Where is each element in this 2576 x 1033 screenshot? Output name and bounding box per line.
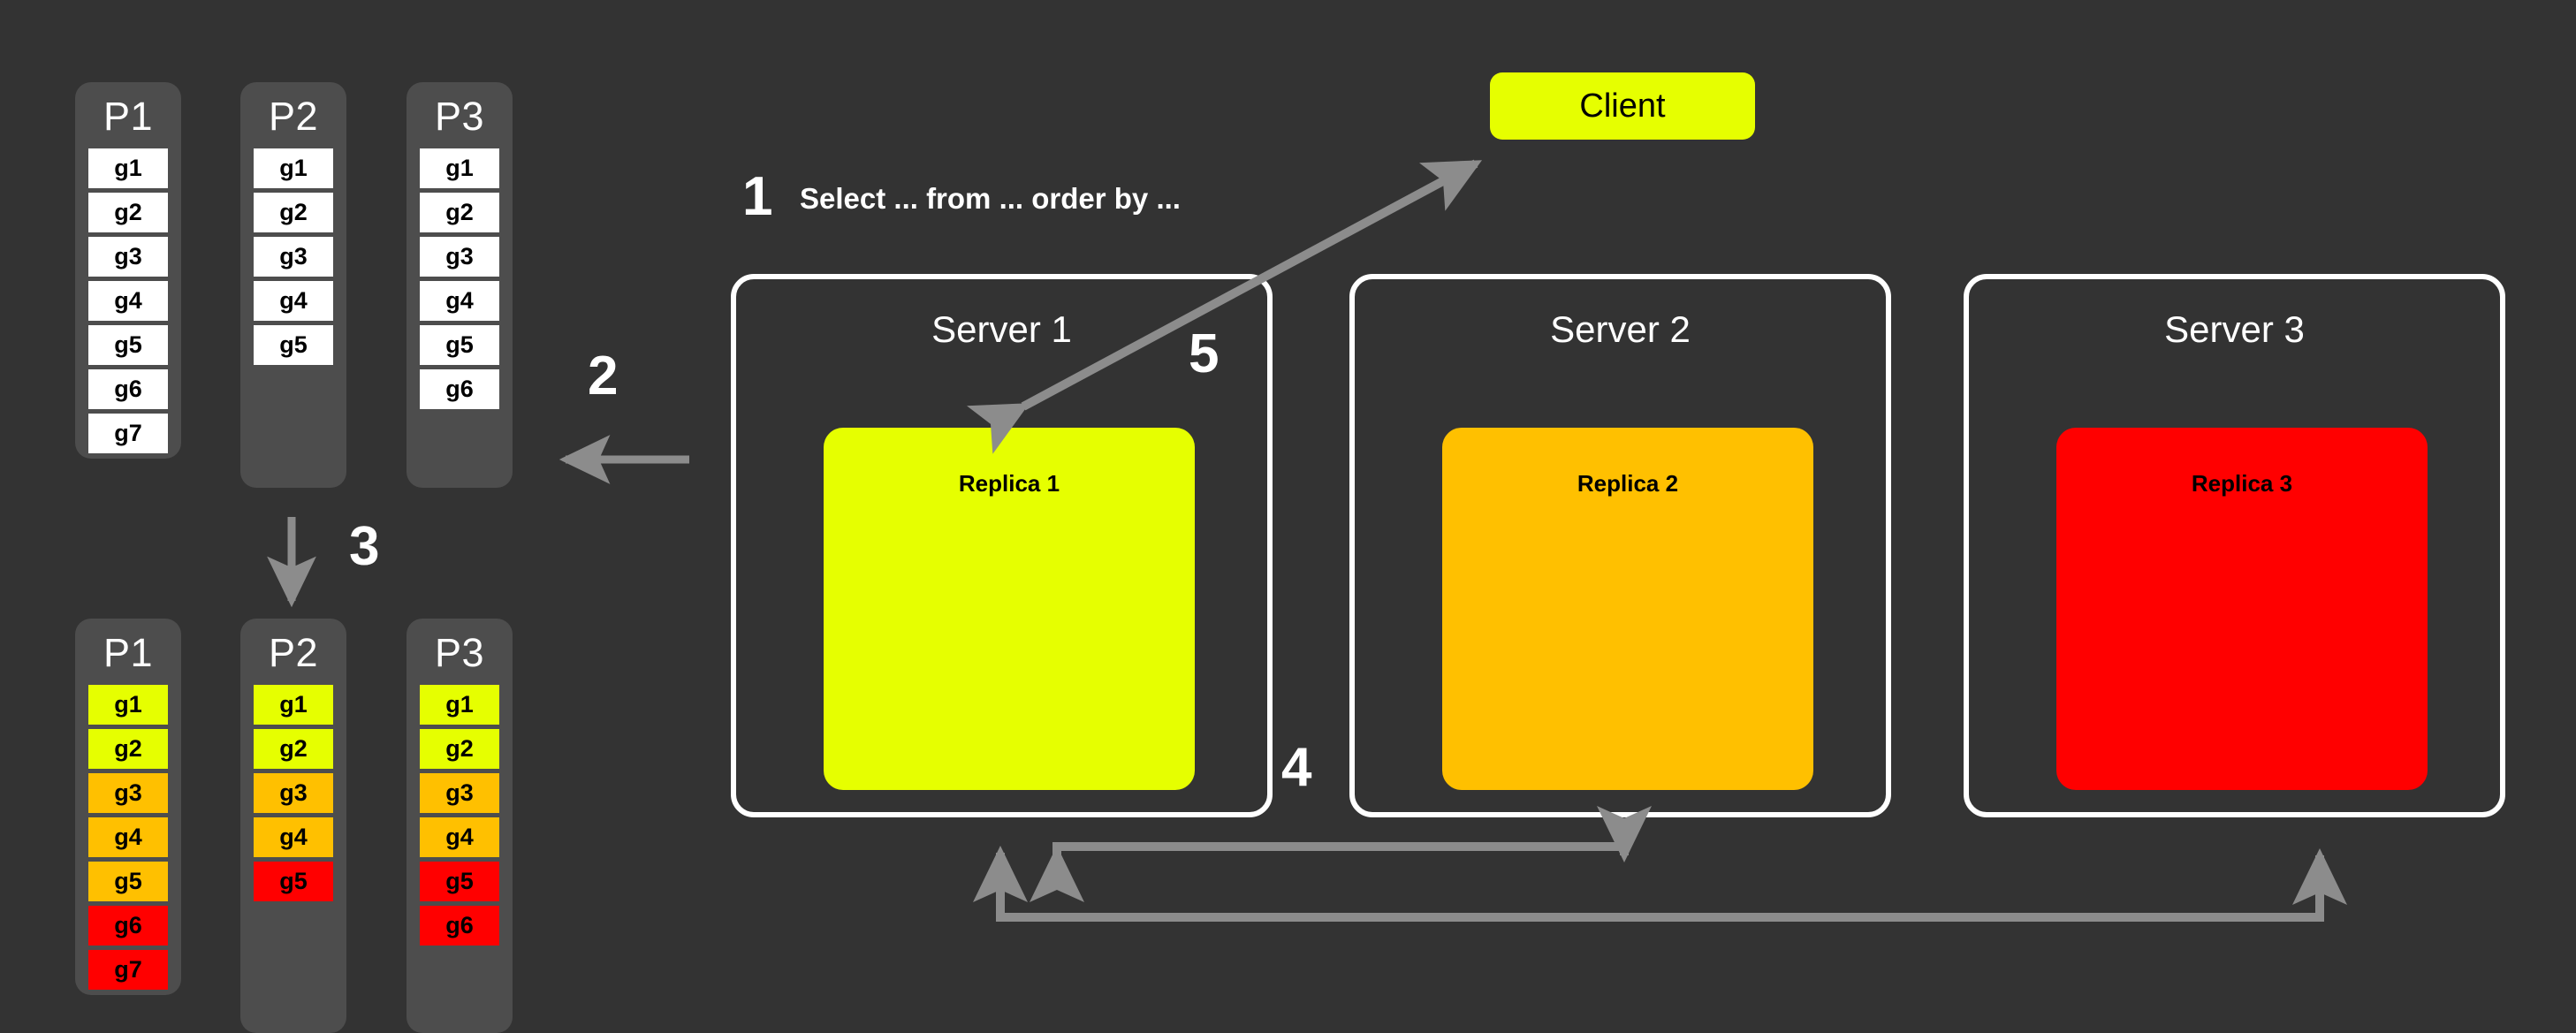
partition-cell: g2 [254,193,333,232]
partition-cell: g4 [88,281,168,321]
partition-cell: g3 [88,237,168,277]
partition-title: P3 [434,630,485,675]
partition-cell: g5 [420,325,499,365]
arrow-step-4-outer [973,845,2347,922]
partition-cell: g6 [88,906,168,946]
partition-cell-stack: g1 g2 g3 g4 g5 g6 [407,685,513,951]
partition-cell: g6 [420,369,499,409]
partition-cell: g4 [420,281,499,321]
partition-cell: g7 [88,414,168,453]
partition-column-p2-after: P2 g1 g2 g3 g4 g5 [240,619,346,1033]
partition-cell: g1 [254,685,333,725]
partition-cell: g7 [88,950,168,990]
partition-cell: g2 [88,729,168,769]
replica-label: Replica 2 [1577,470,1679,497]
partition-cell-stack: g1 g2 g3 g4 g5 g6 g7 [75,685,181,995]
partition-cell-stack: g1 g2 g3 g4 g5 [240,148,346,370]
step-number-1: 1 [742,166,773,227]
partition-title: P2 [268,94,319,139]
client-label: Client [1579,87,1666,125]
server-3-box[interactable]: Server 3 Replica 3 [1964,274,2505,817]
partition-cell: g5 [88,325,168,365]
partition-cell: g6 [420,906,499,946]
step-number-5: 5 [1189,323,1220,384]
partition-cell: g3 [88,773,168,813]
partition-cell: g1 [420,685,499,725]
step-number-4: 4 [1281,737,1312,798]
partition-cell: g4 [88,817,168,857]
partition-cell: g3 [254,237,333,277]
partition-cell: g5 [254,862,333,901]
partition-column-p2-before: P2 g1 g2 g3 g4 g5 [240,82,346,488]
server-title: Server 1 [931,308,1072,350]
server-title: Server 2 [1550,308,1691,350]
step-1-caption: Select ... from ... order by ... [800,182,1181,215]
partition-title: P1 [103,630,154,675]
partition-title: P1 [103,94,154,139]
replica-label: Replica 1 [958,470,1060,497]
partition-cell: g5 [420,862,499,901]
partition-cell: g5 [88,862,168,901]
partition-column-p1-before: P1 g1 g2 g3 g4 g5 g6 g7 [75,82,181,459]
partition-cell: g1 [88,148,168,188]
server-1-box[interactable]: Server 1 Replica 1 [731,274,1273,817]
partition-cell: g4 [420,817,499,857]
partition-cell: g3 [420,773,499,813]
replica-1-box[interactable]: Replica 1 [824,428,1195,790]
partition-cell: g3 [420,237,499,277]
partition-title: P2 [268,630,319,675]
arrow-step-4-inner [1030,806,1652,902]
partition-cell: g5 [254,325,333,365]
replica-2-box[interactable]: Replica 2 [1442,428,1813,790]
partition-cell-stack: g1 g2 g3 g4 g5 [240,685,346,907]
replica-3-box[interactable]: Replica 3 [2056,428,2428,790]
partition-cell: g3 [254,773,333,813]
client-box[interactable]: Client [1490,72,1755,140]
server-title: Server 3 [2164,308,2305,350]
partition-cell: g2 [420,193,499,232]
partition-column-p3-before: P3 g1 g2 g3 g4 g5 g6 [407,82,513,488]
partition-cell: g4 [254,281,333,321]
partition-cell: g6 [88,369,168,409]
partition-cell: g4 [254,817,333,857]
partition-column-p1-after: P1 g1 g2 g3 g4 g5 g6 g7 [75,619,181,995]
step-number-3: 3 [349,516,380,577]
replica-label: Replica 3 [2191,470,2293,497]
step-number-2: 2 [588,346,619,406]
partition-cell: g2 [254,729,333,769]
partition-cell-stack: g1 g2 g3 g4 g5 g6 [407,148,513,414]
partition-cell: g2 [88,193,168,232]
partition-cell: g1 [254,148,333,188]
server-2-box[interactable]: Server 2 Replica 2 [1349,274,1891,817]
partition-cell-stack: g1 g2 g3 g4 g5 g6 g7 [75,148,181,459]
partition-title: P3 [434,94,485,139]
partition-cell: g1 [88,685,168,725]
partition-cell: g1 [420,148,499,188]
partition-column-p3-after: P3 g1 g2 g3 g4 g5 g6 [407,619,513,1033]
partition-cell: g2 [420,729,499,769]
